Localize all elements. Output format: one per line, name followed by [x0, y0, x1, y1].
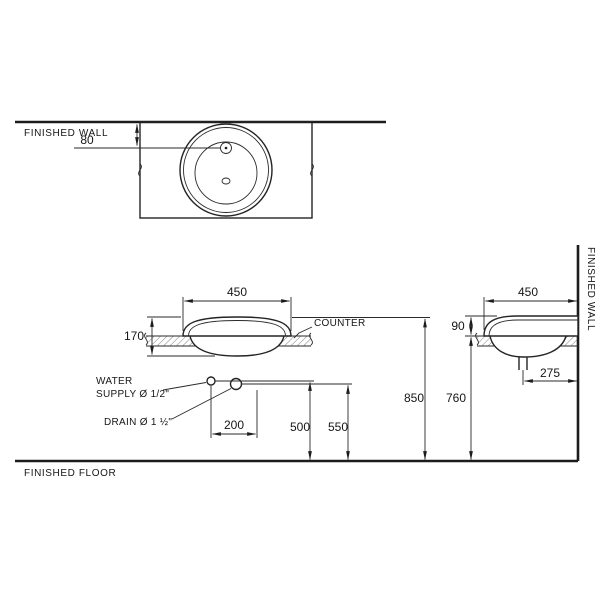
bowl-mask-front — [190, 334, 284, 356]
faucet-hole-center-dot — [224, 146, 228, 150]
finished-wall-top-label: FINISHED WALL — [24, 128, 108, 139]
basin-outer-rim-plan — [179, 123, 273, 217]
plan-view: FINISHED WALL 80 — [15, 120, 386, 219]
dim-80: 80 — [80, 133, 94, 147]
drain-point — [229, 377, 243, 391]
drain-leader — [171, 388, 232, 420]
counter-break-left — [144, 332, 148, 346]
overflow-hole — [221, 177, 231, 185]
counter-label: COUNTER — [314, 318, 366, 329]
break-mark-right — [310, 163, 314, 177]
bowl-mask-side — [490, 334, 566, 357]
dim-500: 500 — [290, 420, 310, 434]
break-mark-left — [138, 163, 142, 177]
drain-label: DRAIN Ø 1 ½" — [104, 417, 172, 428]
water-supply-leader — [162, 382, 207, 391]
dim-850: 850 — [404, 391, 424, 405]
counter-leader — [293, 326, 313, 339]
dim-275: 275 — [540, 366, 560, 380]
walls-and-floor: FINISHED WALL FINISHED FLOOR — [15, 245, 596, 479]
counter-break-side — [475, 332, 479, 346]
water-supply-label-line1: WATER — [96, 376, 133, 387]
water-supply-label-line2: SUPPLY Ø 1/2" — [96, 389, 169, 400]
basin-bowl-side — [489, 335, 567, 358]
finished-floor-label: FINISHED FLOOR — [24, 468, 116, 479]
faucet-hole — [220, 142, 232, 154]
basin-rim-front — [182, 316, 292, 337]
finished-wall-right-label: FINISHED WALL — [585, 247, 596, 331]
basin-bowl-plan — [194, 141, 258, 205]
dim-170: 170 — [124, 329, 144, 343]
basin-rim-inner-side — [488, 319, 578, 337]
dim-450-front: 450 — [227, 285, 247, 299]
dim-90: 90 — [451, 319, 465, 333]
basin-rim-inner-front — [188, 320, 286, 337]
counter-break-right — [309, 332, 313, 346]
basin-rim-side — [483, 315, 579, 337]
dim-760: 760 — [446, 391, 466, 405]
water-supply-point — [206, 376, 216, 386]
dim-200: 200 — [224, 418, 244, 432]
dim-550: 550 — [328, 420, 348, 434]
front-elevation: 450 170 COUNTER WATER SUPPLY Ø 1/2" DRAI… — [96, 285, 430, 461]
basin-inner-rim-plan — [183, 127, 269, 213]
dim-450-side: 450 — [518, 285, 538, 299]
basin-bowl-front — [189, 335, 285, 357]
side-elevation: 450 90 760 275 — [446, 285, 579, 461]
